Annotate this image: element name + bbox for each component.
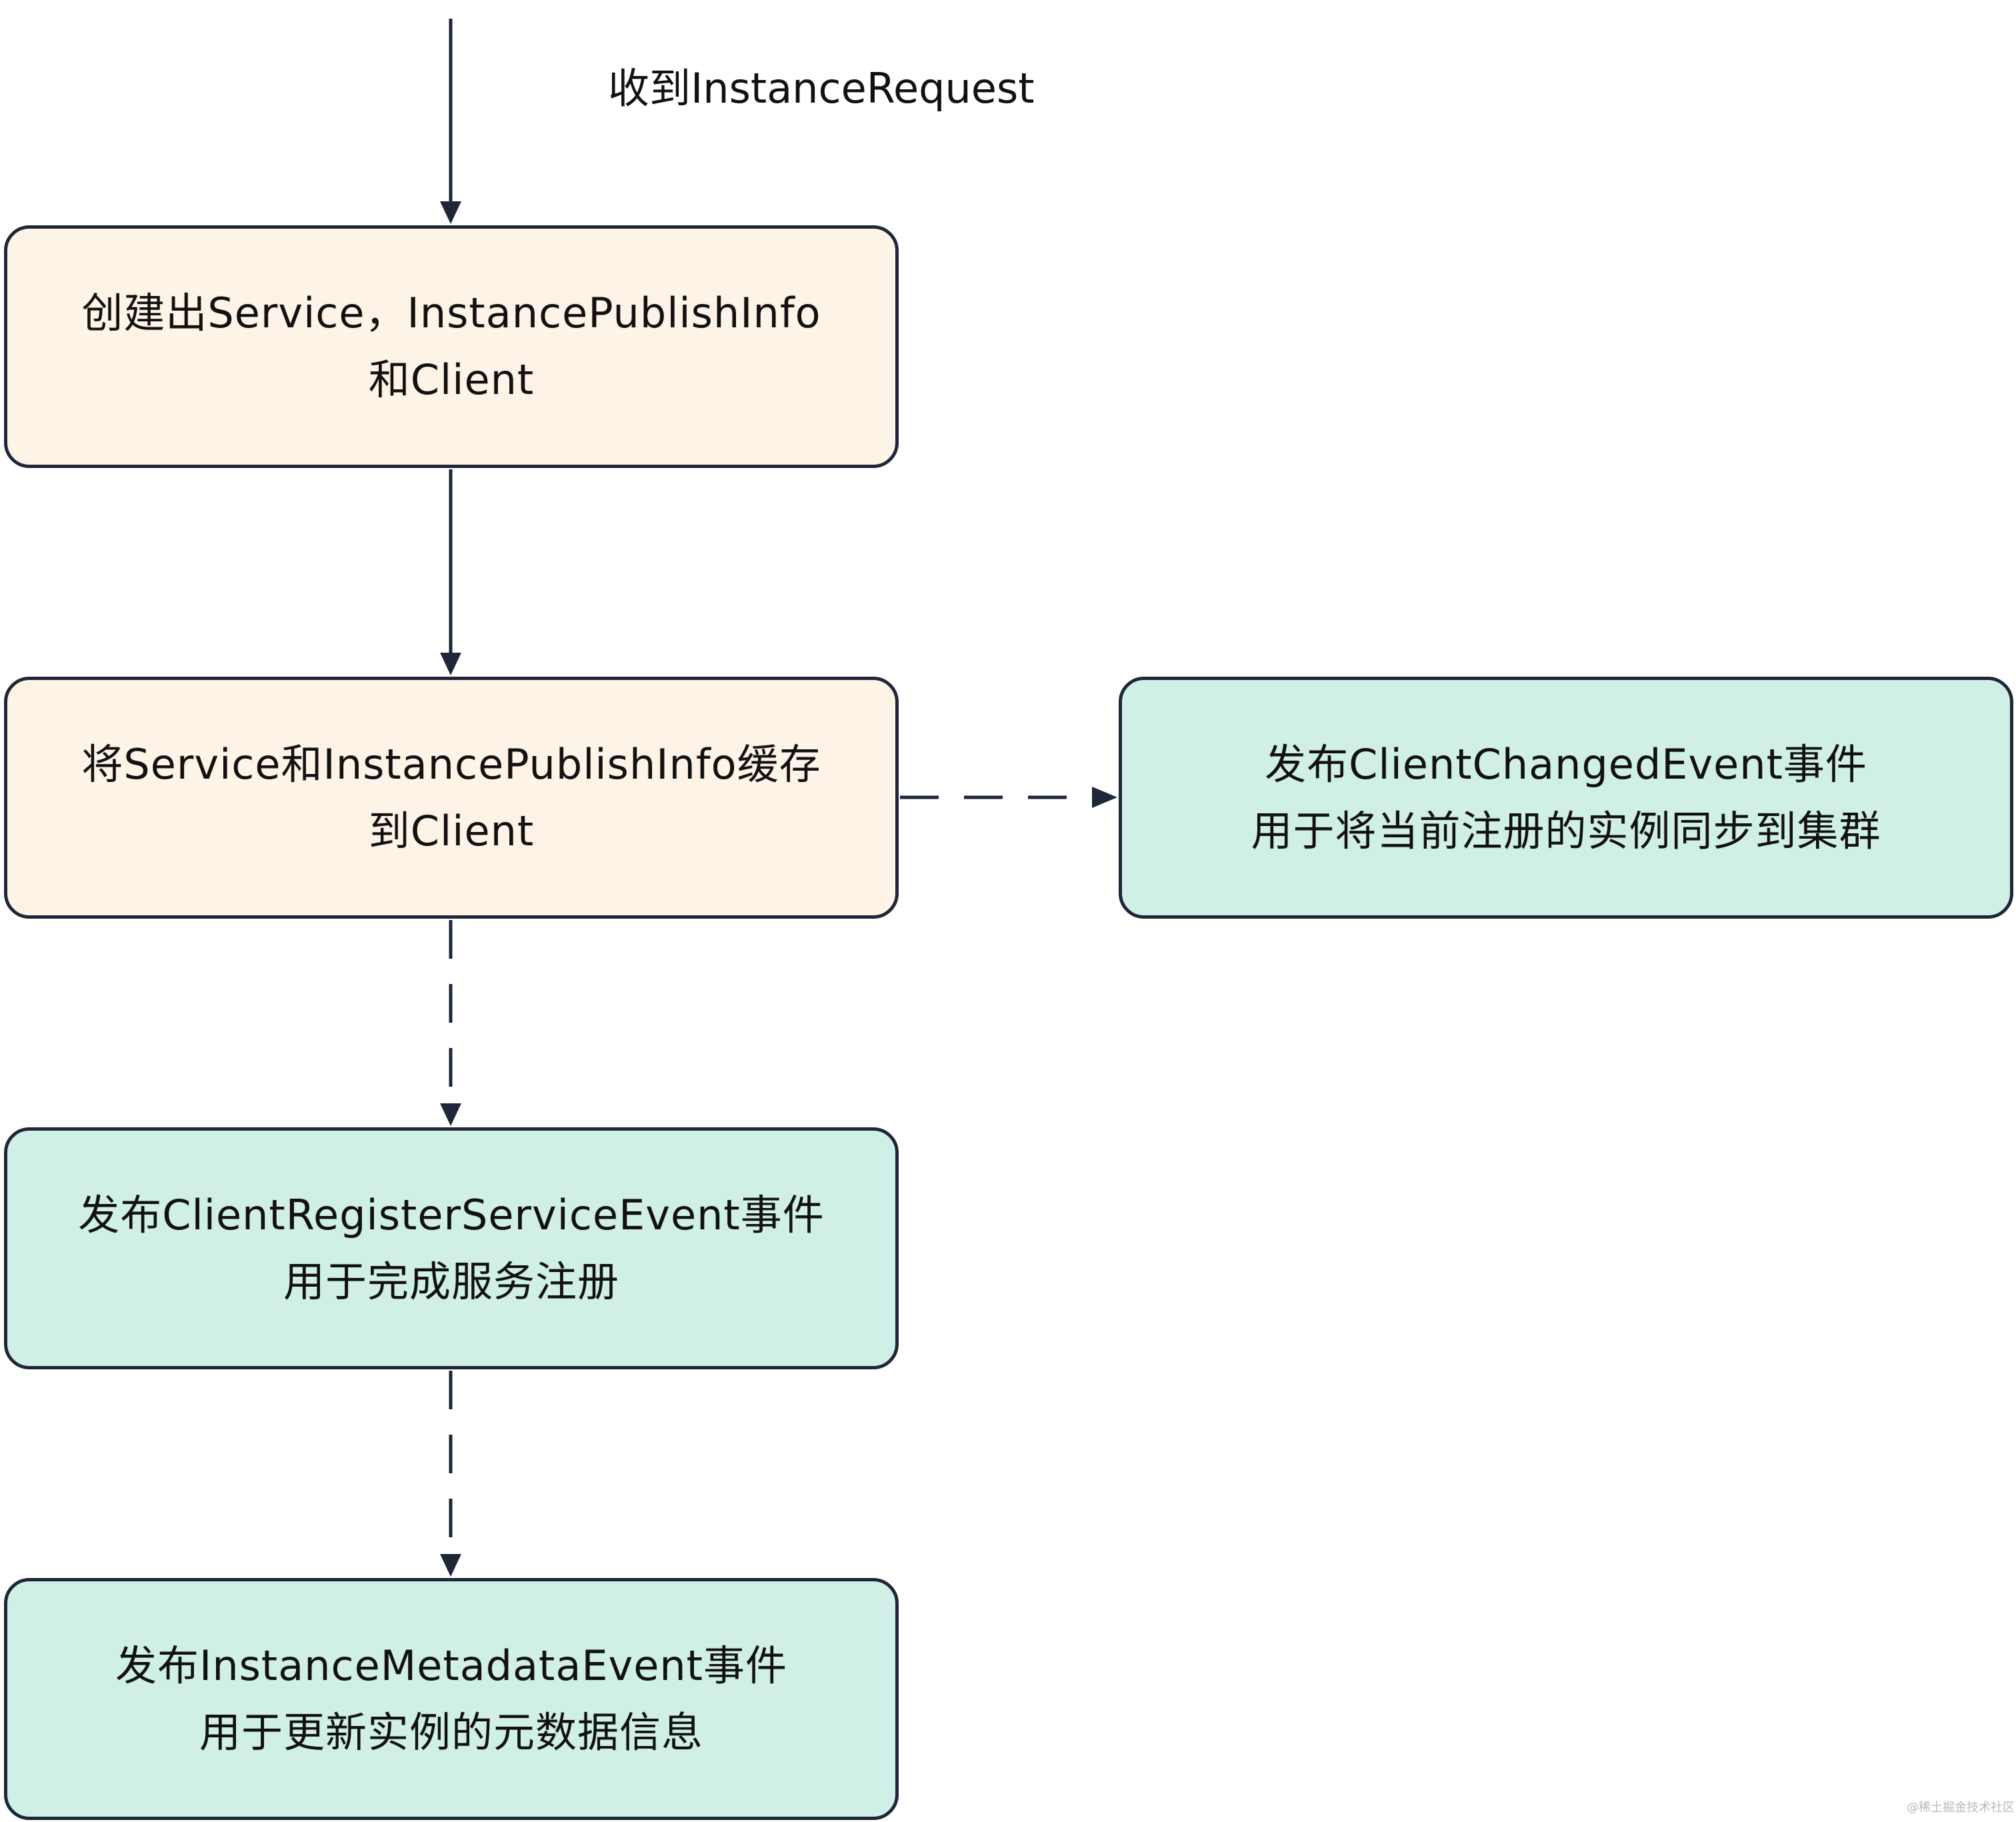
node-create-service-line1: 创建出Service，InstancePublishInfo	[81, 289, 821, 337]
arrowhead-create-to-cache	[440, 653, 461, 675]
arrowhead-cache-to-register-service	[440, 1103, 461, 1126]
arrowhead-start-to-create	[440, 201, 461, 224]
node-client-changed-event-line1: 发布ClientChangedEvent事件	[1265, 739, 1867, 789]
arrowhead-register-service-to-metadata	[440, 1554, 461, 1577]
node-client-changed-event[interactable]: 发布ClientChangedEvent事件 用于将当前注册的实例同步到集群	[1119, 677, 2013, 919]
edge-label-instance-request: 收到InstanceRequest	[608, 64, 1035, 113]
watermark: @稀土掘金技术社区	[1907, 1801, 2015, 1815]
node-cache-to-client[interactable]: 将Service和InstancePublishInfo缓存 到Client	[4, 677, 899, 919]
node-create-service-line2: 和Client	[368, 355, 535, 404]
node-client-changed-event-line2: 用于将当前注册的实例同步到集群	[1251, 806, 1881, 855]
node-instance-metadata-event-line2: 用于更新实例的元数据信息	[199, 1707, 703, 1757]
node-client-register-service-event-line2: 用于完成服务注册	[283, 1257, 619, 1306]
arrowhead-cache-to-client-changed	[1092, 787, 1117, 808]
node-cache-to-client-line2: 到Client	[368, 806, 535, 855]
node-client-register-service-event[interactable]: 发布ClientRegisterServiceEvent事件 用于完成服务注册	[4, 1127, 899, 1369]
node-client-register-service-event-line1: 发布ClientRegisterServiceEvent事件	[78, 1190, 825, 1239]
node-instance-metadata-event-line1: 发布InstanceMetadataEvent事件	[115, 1641, 787, 1690]
node-cache-to-client-line1: 将Service和InstancePublishInfo缓存	[81, 739, 821, 789]
node-instance-metadata-event[interactable]: 发布InstanceMetadataEvent事件 用于更新实例的元数据信息	[4, 1578, 899, 1820]
node-create-service[interactable]: 创建出Service，InstancePublishInfo 和Client	[4, 225, 899, 468]
